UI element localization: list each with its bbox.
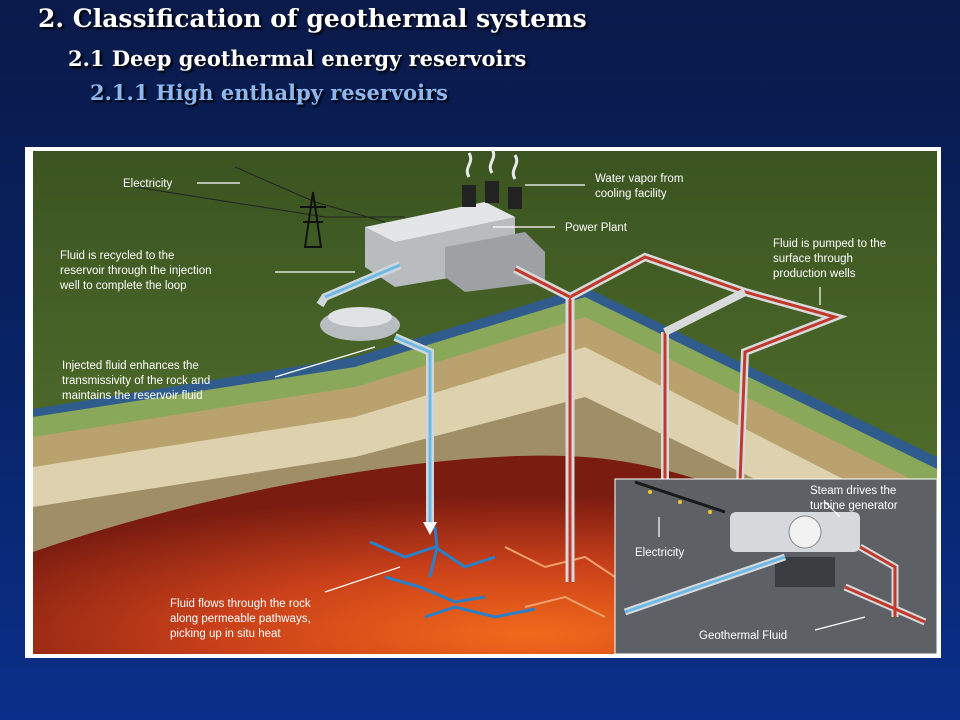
label-water-vapor-2: cooling facility [595, 188, 667, 200]
leader-lines [197, 182, 821, 593]
power-plant-icon [365, 148, 545, 292]
slide-subsubtitle: 2.1.1 High enthalpy reservoirs [90, 80, 448, 105]
label-recycled-1: Fluid is recycled to the [60, 250, 174, 262]
label-injected-2: transmissivity of the rock and [62, 375, 210, 387]
inset-label-electricity: Electricity [635, 547, 684, 559]
label-flows-2: along permeable pathways, [170, 613, 311, 625]
turbine-inset: Steam drives the turbine generator Elect… [614, 478, 938, 655]
hot-cracks [504, 546, 616, 618]
label-electricity: Electricity [123, 178, 172, 190]
label-injected-3: maintains the reservoir fluid [62, 390, 203, 402]
label-water-vapor-1: Water vapor from [595, 173, 683, 185]
production-wells [513, 252, 848, 582]
inset-label-geothermal-fluid: Geothermal Fluid [699, 630, 787, 642]
slide-title: 2. Classification of geothermal systems [38, 4, 587, 33]
geothermal-diagram: Electricity Water vapor from cooling fac… [25, 147, 941, 658]
slide-subtitle: 2.1 Deep geothermal energy reservoirs [68, 46, 527, 71]
label-flows-1: Fluid flows through the rock [170, 598, 311, 610]
inset-label-steam-1: Steam drives the [810, 485, 896, 497]
permeable-pathways [369, 526, 536, 619]
diagram-canvas: Electricity Water vapor from cooling fac… [33, 148, 938, 655]
label-pumped-1: Fluid is pumped to the [773, 238, 886, 250]
inset-label-steam-2: turbine generator [810, 500, 898, 512]
label-pumped-2: surface through [773, 253, 853, 265]
label-flows-3: picking up in situ heat [170, 628, 281, 640]
injection-pipe [316, 261, 437, 535]
label-recycled-2: reservoir through the injection [60, 265, 212, 277]
power-line [134, 186, 405, 218]
turbine-generator-icon [730, 512, 860, 587]
label-power-plant: Power Plant [565, 222, 628, 234]
label-recycled-3: well to complete the loop [59, 280, 187, 292]
label-pumped-3: production wells [773, 268, 856, 280]
label-injected-1: Injected fluid enhances the [62, 360, 199, 372]
transmission-tower-icon [300, 191, 326, 248]
